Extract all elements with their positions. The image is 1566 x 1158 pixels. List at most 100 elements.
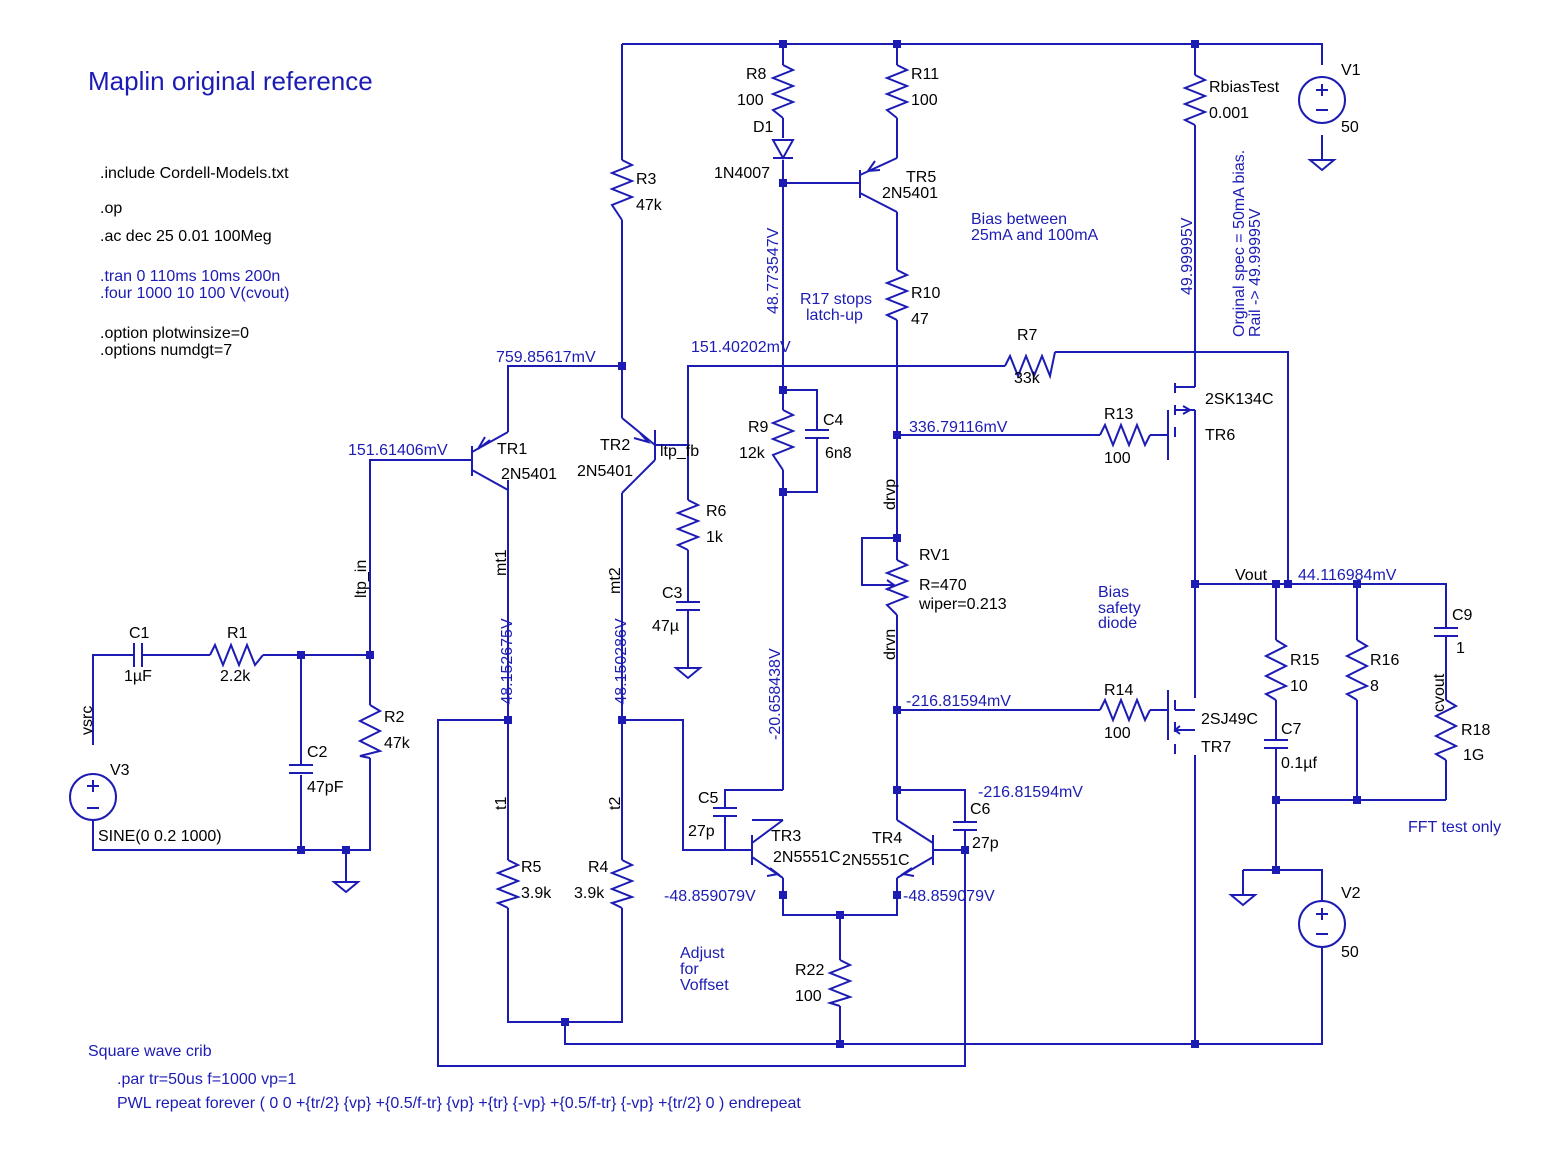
component-value: 2N5401 [577, 463, 633, 480]
note-crib-par: .par tr=50us f=1000 vp=1 [117, 1071, 296, 1088]
directive-tran: .tran 0 110ms 10ms 200n [100, 268, 280, 285]
component-name: R3 [636, 171, 657, 188]
tr6-symbol [1174, 383, 1193, 437]
component-name: R8 [746, 66, 767, 83]
note-crib-pwl: PWL repeat forever ( 0 0 +{tr/2} {vp} +{… [117, 1095, 801, 1112]
component-name: R16 [1370, 652, 1399, 669]
ground-v2 [1228, 894, 1258, 907]
tr7-symbol [1173, 700, 1190, 754]
component-value: 33k [1014, 370, 1041, 387]
r5-symbol [495, 859, 522, 909]
ground-c3 [673, 667, 703, 680]
component-name: TR4 [872, 830, 902, 847]
component-value: 47µ [652, 618, 679, 635]
r22-symbol [826, 959, 854, 1007]
component-name: R7 [1017, 327, 1038, 344]
component-value: 10 [1290, 678, 1308, 695]
component-value: 2.2k [220, 668, 251, 685]
voltage-label: 44.116984mV [1298, 567, 1397, 584]
component-name: TR5 [906, 169, 936, 186]
note-r17-2: latch-up [806, 307, 863, 324]
component-name: R6 [706, 503, 727, 520]
r9-symbol [770, 409, 796, 471]
v1-source [1298, 76, 1346, 172]
component-value: 0.001 [1209, 105, 1249, 122]
net-label: vsrc [79, 706, 96, 735]
component-name: TR6 [1205, 427, 1235, 444]
voltage-label: -216.81594mV [978, 784, 1083, 801]
component-value: 3.9k [521, 885, 552, 902]
r8-symbol [770, 64, 796, 119]
net-label: t1 [493, 797, 510, 810]
note-bias-range-2: 25mA and 100mA [971, 227, 1099, 244]
component-value: 6n8 [825, 445, 852, 462]
note-orig-spec-2: Rail -> 49.99995V [1247, 208, 1264, 337]
page-title: Maplin original reference [88, 66, 373, 96]
r7-symbol [1004, 351, 1056, 380]
rv1-symbol [884, 559, 910, 616]
r15-symbol [1263, 639, 1289, 701]
component-name: R10 [911, 285, 940, 302]
component-value: 100 [795, 988, 822, 1005]
c2-symbol [289, 764, 313, 774]
component-value: 1µF [124, 668, 152, 685]
net-label: cvout [1431, 673, 1448, 712]
component-name: R11 [911, 66, 939, 83]
component-name: D1 [753, 119, 774, 136]
v2-source [1298, 900, 1346, 948]
component-value: 2N5551C [842, 852, 910, 869]
component-name: C7 [1281, 721, 1302, 738]
note-crib-title: Square wave crib [88, 1043, 212, 1060]
component-value: 12k [739, 445, 766, 462]
component-value: 47k [636, 197, 663, 214]
directive-numdgt: .options numdgt=7 [100, 342, 232, 359]
component-name: R18 [1461, 722, 1490, 739]
voltage-label: -48.859079V [664, 888, 756, 905]
net-label: Vout [1235, 567, 1268, 584]
component-value: 27p [688, 823, 715, 840]
component-name: RbiasTest [1209, 79, 1280, 96]
node-voltages: 759.85617mV 151.40202mV 151.61406mV 48.7… [348, 217, 1397, 905]
tr2-symbol [621, 417, 656, 494]
component-name: R15 [1290, 652, 1319, 669]
component-name: R1 [227, 625, 248, 642]
component-name: R4 [588, 859, 609, 876]
component-value: 100 [1104, 725, 1131, 742]
rv1-wiper-arrow [880, 579, 896, 591]
voltage-label: 48.773547V [765, 227, 782, 314]
component-name: TR7 [1201, 739, 1231, 756]
net-label: ltp_in [353, 560, 370, 598]
voltage-label: 336.79116mV [909, 419, 1008, 436]
component-labels: R8 100 R11 100 D1 1N4007 TR5 2N5401 R3 4… [98, 62, 1490, 1005]
component-value: R=470 [919, 577, 967, 594]
component-value: 1 [1456, 640, 1465, 657]
net-label: drvn [882, 629, 899, 660]
component-name: RV1 [919, 547, 950, 564]
component-name: V3 [110, 762, 130, 779]
voltage-label: -20.658438V [767, 648, 784, 740]
voltage-label: -48.150286V [613, 618, 630, 710]
r6-symbol [675, 499, 701, 551]
directive-four: .four 1000 10 100 V(cvout) [100, 285, 289, 302]
junction-dots [297, 40, 1361, 1048]
tr5-symbol [859, 157, 898, 213]
component-name: R13 [1104, 406, 1133, 423]
note-adjust-2: for [680, 961, 699, 978]
r10-symbol [884, 269, 910, 321]
component-name: R22 [795, 962, 824, 979]
component-name: C1 [129, 625, 150, 642]
r16-symbol [1344, 639, 1370, 701]
component-value: 100 [1104, 450, 1131, 467]
component-name: V1 [1341, 62, 1361, 79]
voltage-label: 151.61406mV [348, 442, 448, 459]
note-adjust-1: Adjust [680, 945, 725, 962]
net-labels: ltp_in ltp_fb mt1 mt2 t1 t2 drvp drvn Vo… [79, 443, 1448, 810]
component-name: C5 [698, 790, 719, 807]
net-label: t2 [607, 797, 624, 810]
directive-include: .include Cordell-Models.txt [100, 165, 289, 182]
note-r17-1: R17 stops [800, 291, 872, 308]
c1-symbol [128, 643, 148, 667]
voltage-label: -48.152675V [499, 618, 516, 710]
component-name: C6 [970, 801, 991, 818]
